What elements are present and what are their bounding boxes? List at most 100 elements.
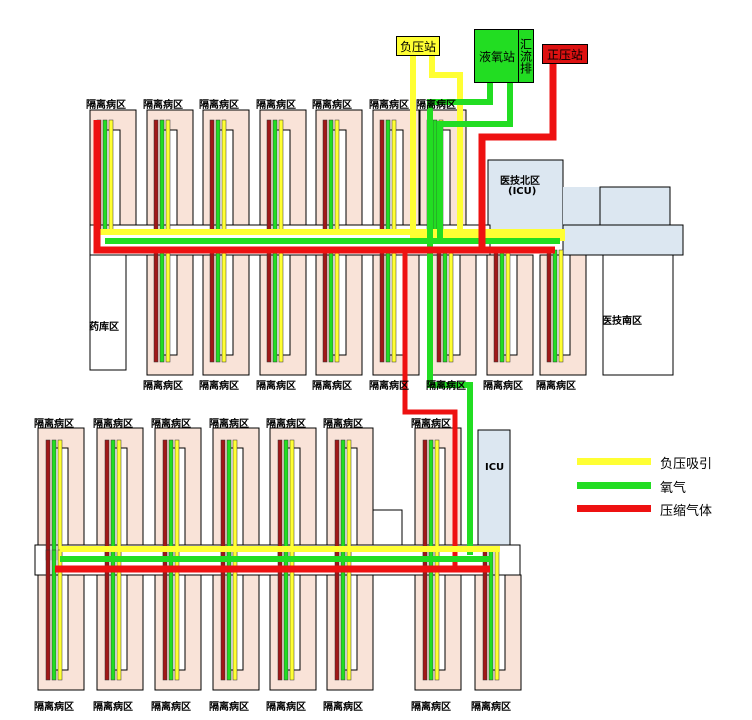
ward-label: 隔离病区 xyxy=(323,419,363,430)
legend-swatch-green xyxy=(577,482,651,489)
ward-label: 隔离病区 xyxy=(209,702,249,713)
icu-label: ICU xyxy=(485,462,505,473)
branch-pipe xyxy=(494,549,500,681)
branch-pipe xyxy=(391,119,397,231)
ward-label: 隔离病区 xyxy=(256,381,296,392)
ward-label: 隔离病区 xyxy=(411,702,451,713)
ward-label: 隔离病区 xyxy=(256,100,296,111)
legend-swatch-yellow xyxy=(577,458,651,465)
ward-label: 隔离病区 xyxy=(209,419,249,430)
branch-pipe xyxy=(328,249,334,363)
north-tech-area-label: 医技北区 xyxy=(500,176,540,187)
branch-pipe xyxy=(322,119,328,231)
branch-pipe xyxy=(272,119,278,231)
ward-label: 隔离病区 xyxy=(151,702,191,713)
branch-pipe xyxy=(153,249,159,363)
branch-pipe xyxy=(266,119,272,231)
branch-pipe xyxy=(220,439,226,561)
oxygen-trunk-2 xyxy=(437,81,513,240)
ward-label: 隔离病区 xyxy=(416,100,456,111)
branch-pipe xyxy=(334,439,340,561)
ward-label: 隔离病区 xyxy=(143,381,183,392)
branch-pipe xyxy=(153,119,159,231)
ward-label: 隔离病区 xyxy=(199,381,239,392)
ward-label: 隔离病区 xyxy=(471,702,511,713)
tech-top-block xyxy=(599,186,671,228)
positive-pressure-station: 正压站 xyxy=(542,44,588,64)
branch-pipe xyxy=(322,249,328,363)
legend-label-oxygen: 氧气 xyxy=(660,481,687,496)
branch-pipe xyxy=(221,249,227,363)
branch-pipe xyxy=(283,439,289,561)
pharmacy-block xyxy=(89,254,127,371)
branch-pipe xyxy=(558,249,564,363)
north-tech-block xyxy=(487,159,564,241)
manifold: 汇流排 xyxy=(518,29,534,83)
branch-pipe xyxy=(334,249,340,363)
ward-label: 隔离病区 xyxy=(369,100,409,111)
pharmacy-area-label: 药库区 xyxy=(89,322,119,333)
air-riser xyxy=(402,250,458,570)
branch-pipe xyxy=(174,439,180,561)
branch-pipe xyxy=(552,249,558,363)
branch-pipe xyxy=(422,439,428,561)
branch-pipe xyxy=(232,439,238,561)
branch-pipe xyxy=(448,249,454,363)
ward-label: 隔离病区 xyxy=(426,381,466,392)
branch-pipe xyxy=(159,249,165,363)
south-tech-block xyxy=(602,254,674,376)
branch-pipe xyxy=(442,249,448,363)
branch-pipe xyxy=(391,249,397,363)
suction-trunk-2 xyxy=(429,56,463,235)
air-trunk xyxy=(478,62,557,252)
ward-label: 隔离病区 xyxy=(323,702,363,713)
manifold-label: 汇流排 xyxy=(518,38,533,74)
branch-pipe xyxy=(108,119,114,231)
branch-pipe xyxy=(505,249,511,363)
branch-pipe xyxy=(209,119,215,231)
south-tech-area-label: 医技南区 xyxy=(602,316,642,327)
tech-corridor xyxy=(562,224,684,256)
branch-pipe xyxy=(165,119,171,231)
ward-label: 隔离病区 xyxy=(266,419,306,430)
branch-pipe xyxy=(215,249,221,363)
air-main xyxy=(93,120,555,254)
branch-pipe xyxy=(45,549,51,681)
branch-pipe xyxy=(334,119,340,231)
branch-pipe xyxy=(272,249,278,363)
branch-pipe xyxy=(432,119,438,231)
oxygen-station-label: 液氧站 xyxy=(478,49,515,64)
connector-block xyxy=(563,187,603,227)
branch-pipe xyxy=(165,249,171,363)
branch-pipe xyxy=(379,119,385,231)
branch-pipe xyxy=(104,439,110,561)
branch-pipe xyxy=(168,439,174,561)
branch-pipe xyxy=(221,119,227,231)
legend-label-compressed-air: 压缩气体 xyxy=(660,504,713,519)
north-tech-icu-label: (ICU) xyxy=(508,186,537,197)
ward-label: 隔离病区 xyxy=(483,381,523,392)
ward-label: 隔离病区 xyxy=(312,100,352,111)
ward-label: 隔离病区 xyxy=(143,100,183,111)
branch-pipe xyxy=(162,439,168,561)
branch-pipe xyxy=(379,249,385,363)
branch-pipe xyxy=(102,119,108,231)
icu-block xyxy=(477,429,511,546)
ward-label: 隔离病区 xyxy=(93,702,133,713)
branch-pipe xyxy=(385,119,391,231)
branch-pipe xyxy=(51,549,57,681)
branch-pipe xyxy=(328,119,334,231)
branch-pipe xyxy=(340,439,346,561)
branch-pipe xyxy=(278,249,284,363)
negative-pressure-station: 负压站 xyxy=(396,36,440,56)
branch-pipe xyxy=(493,249,499,363)
ward-label: 隔离病区 xyxy=(536,381,576,392)
branch-pipe xyxy=(546,249,552,363)
branch-pipe xyxy=(226,439,232,561)
legend-label-suction: 负压吸引 xyxy=(660,457,713,472)
ward-label: 隔离病区 xyxy=(312,381,352,392)
branch-pipe xyxy=(45,439,51,561)
branch-pipe xyxy=(278,119,284,231)
ward-label: 隔离病区 xyxy=(411,419,451,430)
